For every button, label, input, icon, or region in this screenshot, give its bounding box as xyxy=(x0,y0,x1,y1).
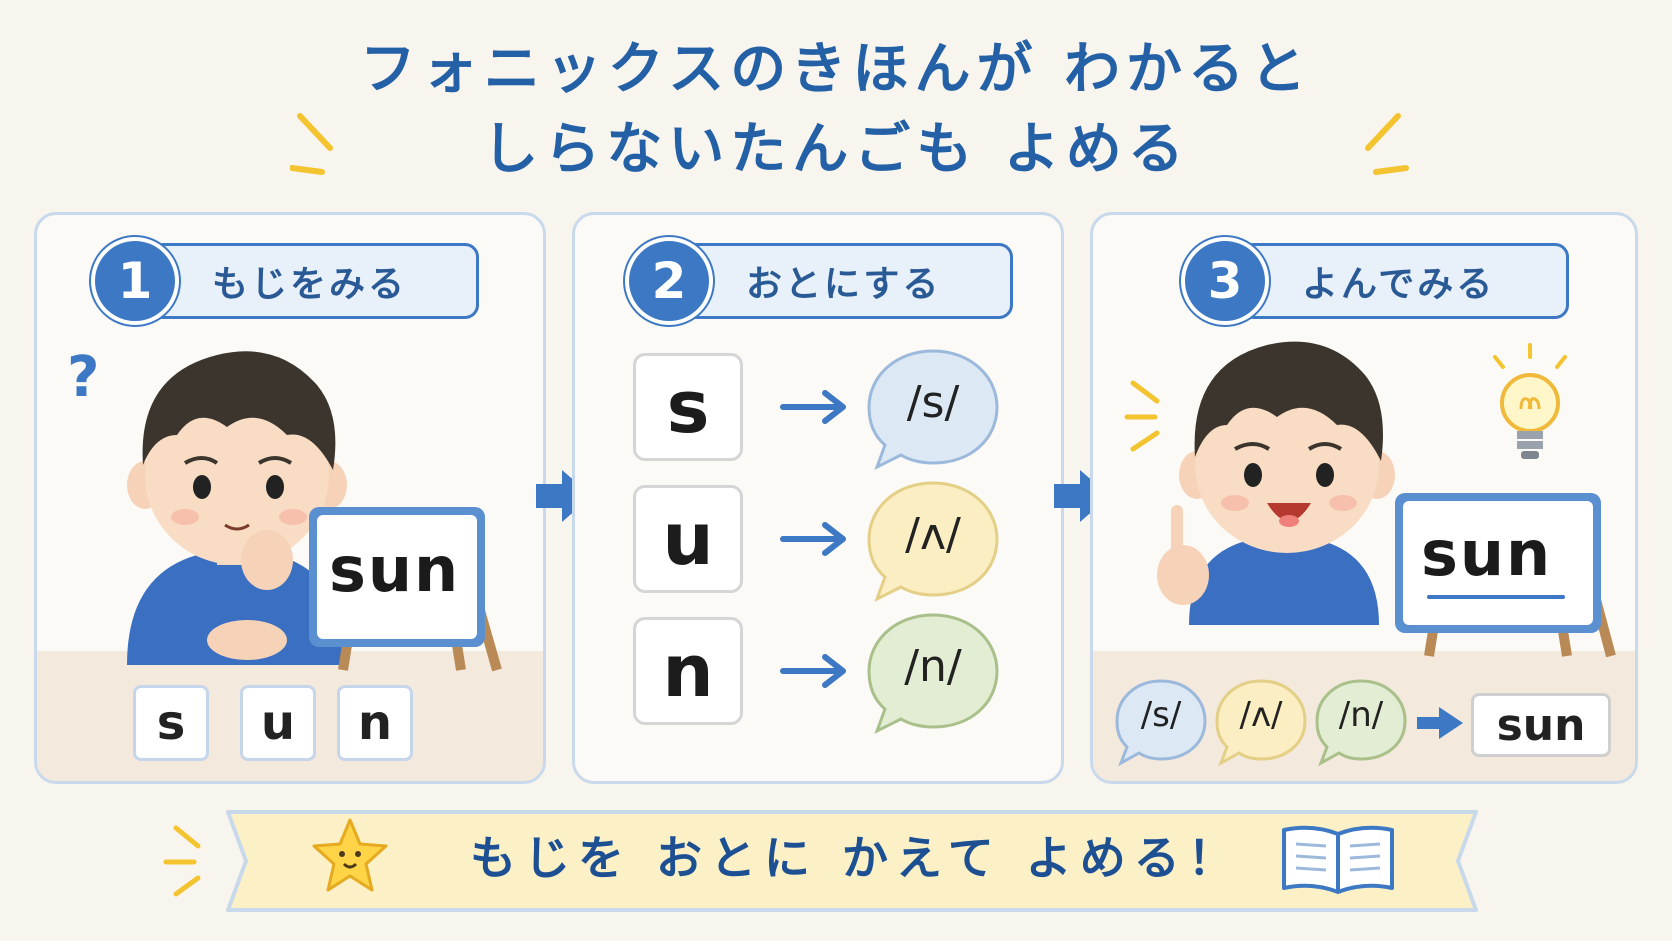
spark-right-icon xyxy=(1365,113,1409,175)
letter-card-s: s xyxy=(633,353,743,461)
letter-tile-u: u xyxy=(240,685,316,761)
step-1-header: 1 もじをみる xyxy=(91,237,479,325)
arrow-right-icon xyxy=(1054,470,1110,522)
title-line-1: フォニックスのきほんが わかると xyxy=(359,37,1313,102)
happy-boy-illustration xyxy=(1157,341,1395,625)
sound-label-n: /n/ xyxy=(904,641,962,692)
sound-label-s: /s/ xyxy=(1140,695,1182,735)
page-title: フォニックスのきほんが わかると しらないたんごも よめる xyxy=(0,30,1672,190)
star-icon xyxy=(312,818,388,892)
lightbulb-icon xyxy=(1493,343,1567,459)
sound-label-s: /s/ xyxy=(906,377,960,428)
arrow-right-icon xyxy=(780,390,846,424)
board-word: sun xyxy=(329,533,461,606)
word-board xyxy=(1395,493,1616,658)
step-2-label: おとにする xyxy=(683,243,1013,319)
word-board xyxy=(309,507,502,672)
spark-icon xyxy=(1124,380,1160,452)
result-word: sun xyxy=(1471,693,1611,757)
question-mark: ? xyxy=(67,345,100,410)
arrow-right-icon xyxy=(1417,707,1463,739)
speech-bubble-s xyxy=(1115,679,1207,767)
arrow-right-icon xyxy=(536,470,592,522)
title-line-2: しらないたんごも よめる xyxy=(482,117,1190,182)
step-2-panel: 2 おとにする s /s/ u /ʌ/ n /n/ xyxy=(572,212,1064,784)
speech-bubble-n xyxy=(1315,679,1407,767)
speech-bubble-s xyxy=(867,349,999,471)
speech-bubble-u xyxy=(867,481,999,603)
speech-bubble-n xyxy=(867,613,999,735)
step-2-header: 2 おとにする xyxy=(625,237,1013,325)
arrow-right-icon xyxy=(780,522,846,556)
spark-left-icon xyxy=(290,113,333,175)
spark-icon xyxy=(163,825,201,897)
letter-card-u: u xyxy=(633,485,743,593)
letter-tile-n: n xyxy=(337,685,413,761)
banner-ribbon xyxy=(226,810,1478,912)
step-2-number: 2 xyxy=(625,237,713,325)
banner-message: もじを おとに かえて よめる！ xyxy=(470,831,1242,885)
step-1-number: 1 xyxy=(91,237,179,325)
board-word: sun xyxy=(1421,517,1553,590)
step-3-label: よんでみる xyxy=(1239,243,1569,319)
sound-label-u: /ʌ/ xyxy=(1239,695,1283,735)
sound-label-u: /ʌ/ xyxy=(905,509,961,560)
open-book-icon xyxy=(1282,825,1394,894)
step-1-label: もじをみる xyxy=(149,243,479,319)
speech-bubble-u xyxy=(1215,679,1307,767)
step-3-header: 3 よんでみる xyxy=(1181,237,1569,325)
sound-label-n: /n/ xyxy=(1338,695,1384,735)
step-1-panel: 1 もじをみる ? sun s xyxy=(34,212,546,784)
thinking-boy-illustration xyxy=(127,351,347,665)
arrow-right-icon xyxy=(780,654,846,688)
letter-card-n: n xyxy=(633,617,743,725)
letter-tile-s: s xyxy=(133,685,209,761)
step-3-panel: 3 よんでみる xyxy=(1090,212,1638,784)
step-3-number: 3 xyxy=(1181,237,1269,325)
